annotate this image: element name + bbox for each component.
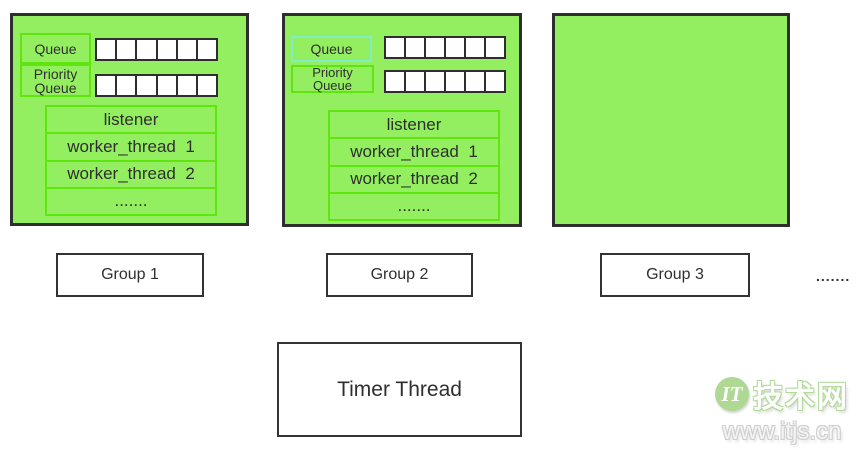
group2-thread-table: listener worker_thread 1 worker_thread 2… (328, 110, 500, 221)
queue-cell (484, 70, 506, 93)
group3-label-box: Group 3 (600, 253, 750, 297)
queue-cell (155, 38, 178, 61)
group2-priority-queue-label-box: Priority Queue (291, 65, 374, 93)
group1-priority-label-line2: Queue (34, 79, 77, 96)
group1-more-row: ....... (45, 186, 217, 216)
queue-cell (195, 74, 219, 97)
group1-worker2-row: worker_thread 2 (45, 159, 217, 189)
group1-worker1-row: worker_thread 1 (45, 132, 217, 162)
queue-cell (95, 38, 118, 61)
group2-queue-cells (384, 36, 506, 59)
queue-cell (484, 36, 506, 59)
queue-cell (115, 38, 138, 61)
queue-cell (464, 36, 486, 59)
group2-more-row: ....... (328, 191, 500, 221)
watermark-badge-text: IT (721, 381, 743, 406)
group1-listener-row: listener (45, 105, 217, 135)
watermark: IT 技术网 www.itjs.cn (698, 372, 866, 446)
timer-thread-label: Timer Thread (337, 377, 462, 401)
group1-queue-cells (95, 38, 219, 61)
queue-cell (175, 38, 198, 61)
group1-label: Group 1 (101, 266, 159, 283)
queue-cell (404, 70, 426, 93)
group1-label-box: Group 1 (56, 253, 204, 297)
queue-cell (404, 36, 426, 59)
group2-queue-label: Queue (310, 41, 353, 57)
watermark-brand: 技术网 (753, 381, 849, 414)
watermark-url: www.itjs.cn (722, 418, 842, 445)
group2-worker1-row: worker_thread 1 (328, 137, 500, 167)
group1-box: Queue Priority Queue listener worker_thr… (10, 13, 249, 226)
group2-priority-queue-cells (384, 70, 506, 93)
queue-cell (464, 70, 486, 93)
group1-thread-table: listener worker_thread 1 worker_thread 2… (45, 105, 217, 216)
queue-cell (384, 70, 406, 93)
queue-cell (135, 74, 158, 97)
group2-priority-label-line1: Priority (312, 65, 353, 80)
queue-cell (95, 74, 118, 97)
group2-queue-label-box: Queue (291, 36, 372, 62)
queue-cell (195, 38, 219, 61)
group2-box: Queue Priority Queue listener worker_thr… (282, 13, 522, 227)
queue-cell (384, 36, 406, 59)
group1-queue-label: Queue (34, 40, 77, 57)
group2-label-box: Group 2 (326, 253, 473, 297)
watermark-badge-icon: IT (715, 377, 749, 411)
group3-label: Group 3 (646, 266, 704, 283)
queue-cell (135, 38, 158, 61)
group2-worker2-row: worker_thread 2 (328, 164, 500, 194)
group1-priority-queue-cells (95, 74, 219, 97)
queue-cell (424, 36, 446, 59)
groups-ellipsis: ....... (816, 268, 851, 284)
group2-label: Group 2 (370, 266, 429, 283)
queue-cell (444, 70, 466, 93)
group2-listener-row: listener (328, 110, 500, 140)
queue-cell (155, 74, 178, 97)
watermark-logo-row: IT 技术网 (715, 372, 849, 416)
timer-thread-box: Timer Thread (277, 342, 522, 437)
group1-priority-queue-label-box: Priority Queue (20, 64, 91, 97)
queue-cell (444, 36, 466, 59)
group3-box (552, 13, 790, 227)
group2-priority-label-line2: Queue (312, 78, 353, 93)
queue-cell (115, 74, 138, 97)
queue-cell (424, 70, 446, 93)
group1-queue-label-box: Queue (20, 33, 91, 64)
queue-cell (175, 74, 198, 97)
group1-priority-label-line1: Priority (33, 65, 78, 82)
